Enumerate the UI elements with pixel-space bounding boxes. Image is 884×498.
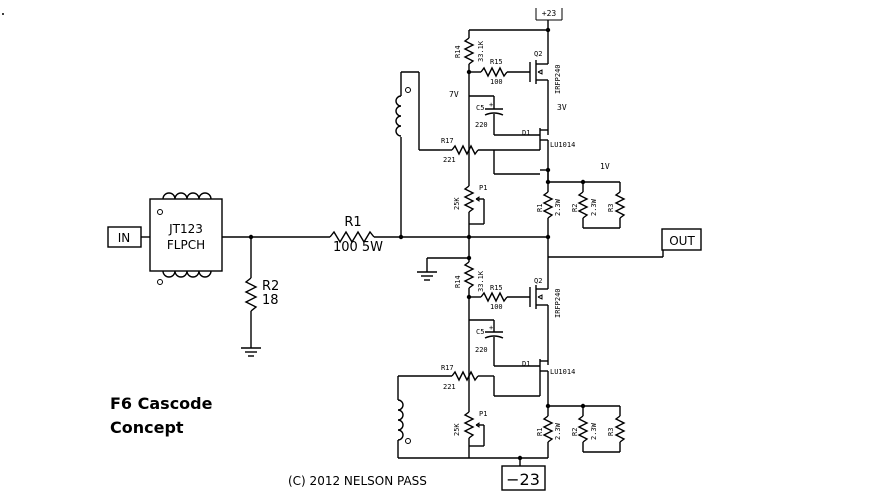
transformer-type: FLPCH	[167, 238, 205, 252]
upper-d1-part: LU1014	[550, 141, 575, 149]
lower-q2-name: Q2	[534, 277, 542, 285]
input-terminal: IN	[107, 226, 142, 248]
upper-r17-name: R17	[441, 137, 454, 145]
upper-r2-name: R2	[571, 204, 579, 212]
input-label: IN	[118, 231, 131, 245]
lower-d1-jfet: D1 LU1014	[494, 359, 575, 406]
upper-d1-name: D1	[522, 129, 530, 137]
r2-name: R2	[262, 279, 279, 294]
lower-q2-mosfet: Q2 IRFP240	[529, 257, 562, 365]
upper-r15-name: R15	[490, 58, 503, 66]
lower-d1-part: LU1014	[550, 368, 575, 376]
negative-rail: −23	[501, 465, 546, 491]
positive-rail: +23	[469, 8, 563, 33]
upper-q2-name: Q2	[534, 50, 542, 58]
positive-rail-label: +23	[542, 9, 557, 18]
lower-r3-name: R3	[607, 428, 615, 436]
lower-q2-part: IRFP240	[554, 288, 562, 318]
lower-inductor	[397, 376, 469, 459]
copyright: (C) 2012 NELSON PASS	[288, 474, 427, 488]
upper-r17: R17 221	[440, 137, 540, 164]
ground-symbol-mid	[417, 255, 472, 281]
lower-p1-value: 25K	[453, 423, 461, 436]
upper-p1-name: P1	[479, 184, 487, 192]
lower-r17-name: R17	[441, 364, 454, 372]
upper-r17-value: 221	[443, 156, 456, 164]
lower-p1-pot: P1 25K	[453, 376, 487, 458]
input-transformer: JT123 FLPCH	[149, 192, 223, 285]
resistor-r2: R2 18	[244, 237, 279, 348]
lower-r17: R17 221	[398, 364, 494, 391]
lower-r14: R14 33.1K	[454, 261, 485, 297]
upper-q2-part: IRFP240	[554, 64, 562, 94]
lower-p1-name: P1	[479, 410, 487, 418]
upper-output-resistors: R1 2.3W R2 2.3W R3	[536, 167, 626, 237]
upper-c5-name: C5	[476, 104, 484, 112]
lower-r14-name: R14	[454, 275, 462, 288]
upper-c5-value: 220	[475, 121, 488, 129]
title-line-1: F6 Cascode	[110, 394, 213, 413]
voltage-7v: 7V	[449, 90, 459, 99]
r1-name: R1	[344, 215, 361, 230]
r2-value: 18	[262, 293, 279, 308]
lower-c5-name: C5	[476, 328, 484, 336]
upper-r14: R14 33.1K	[454, 30, 485, 72]
r1-value: 100 5W	[333, 240, 383, 255]
negative-rail-label: −23	[506, 470, 540, 489]
upper-q2-mosfet: Q2 IRFP240	[529, 30, 562, 135]
voltage-1v: 1V	[600, 162, 610, 171]
lower-r15-name: R15	[490, 284, 503, 292]
transformer-name: JT123	[168, 222, 203, 236]
upper-p1-pot: P1 25K	[453, 150, 487, 237]
resistor-r1-input: R1 100 5W	[329, 215, 383, 255]
upper-c5: C5 + 220	[468, 72, 504, 135]
upper-p1-value: 25K	[453, 197, 461, 210]
upper-r15-value: 100	[490, 78, 503, 86]
lower-output-resistors: R1 2.3W R2 2.3W R3	[536, 403, 626, 458]
lower-r14-value: 33.1K	[477, 270, 485, 292]
upper-r3-name: R3	[607, 204, 615, 212]
upper-inductor	[395, 71, 420, 237]
upper-r15: R15 100	[469, 58, 530, 86]
upper-r2-value: 2.3W	[590, 198, 598, 216]
upper-r1-value: 2.3W	[554, 198, 562, 216]
output-label: OUT	[669, 234, 695, 248]
svg-text:+: +	[489, 101, 493, 109]
voltage-3v: 3V	[557, 103, 567, 112]
upper-r14-value: 33.1K	[477, 40, 485, 62]
lower-r1-value: 2.3W	[554, 422, 562, 440]
lower-c5: C5 + 220	[468, 297, 504, 366]
ground-symbol-input	[241, 347, 261, 357]
lower-r17-value: 221	[443, 383, 456, 391]
svg-text:+: +	[489, 324, 493, 332]
output-terminal: OUT	[661, 228, 702, 251]
title-line-2: Concept	[110, 418, 184, 437]
upper-r1-name: R1	[536, 204, 544, 212]
lower-c5-value: 220	[475, 346, 488, 354]
lower-r2-value: 2.3W	[590, 422, 598, 440]
lower-r15-value: 100	[490, 303, 503, 311]
lower-r1-name: R1	[536, 428, 544, 436]
lower-r2-name: R2	[571, 428, 579, 436]
lower-r15: R15 100	[469, 284, 530, 311]
upper-r14-name: R14	[454, 45, 462, 58]
lower-d1-name: D1	[522, 360, 530, 368]
